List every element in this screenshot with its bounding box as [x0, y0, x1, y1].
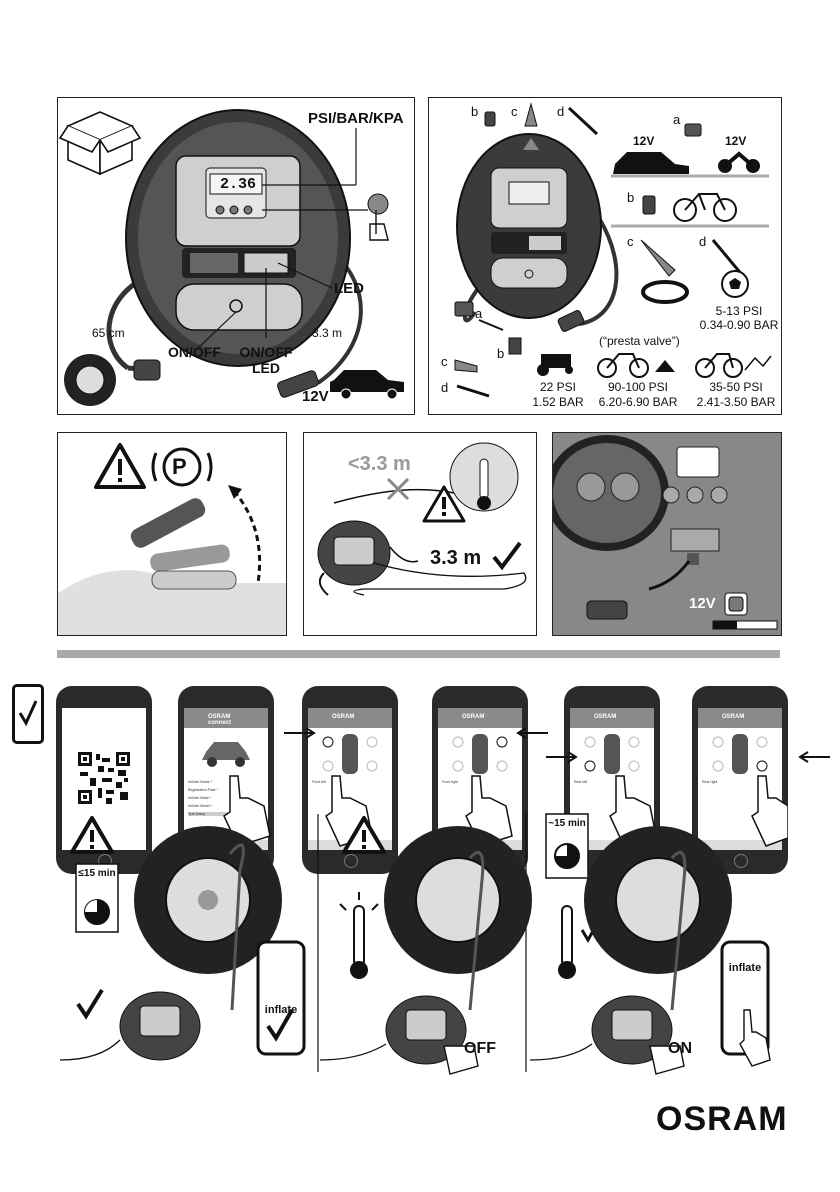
car-icon	[202, 742, 250, 767]
row-vehicle-make[interactable]: Vehicle Make *	[188, 796, 212, 800]
app-brand: OSRAM	[208, 714, 231, 720]
arrow-icon	[516, 727, 548, 739]
onoff-label: ON/OFF	[168, 344, 221, 360]
app-brand: OSRAM	[722, 714, 745, 720]
letter-d-left: d	[441, 380, 449, 395]
letter-a-left: a	[475, 306, 483, 321]
parking-brake-illustration	[58, 443, 286, 635]
pointing-hand-icon	[751, 775, 788, 847]
mtb-bar: 2.41-3.50 BAR	[696, 395, 776, 409]
section-divider	[57, 650, 780, 658]
mower-bar: 1.52 BAR	[532, 395, 584, 409]
qr-code	[76, 750, 132, 806]
hose-length: 65 cm	[92, 326, 125, 340]
moto-voltage: 12V	[725, 134, 747, 148]
led-label: LED	[334, 280, 364, 297]
letter-a-right: a	[673, 112, 681, 127]
voltage-label: 12V	[302, 388, 329, 405]
row-vehicle-name[interactable]: Vehicle Name *	[188, 780, 212, 784]
phone-tyre-rear-right: OSRAM Rear right	[692, 686, 788, 874]
on-label: ON	[668, 1040, 692, 1057]
unit-label: PSI/BAR/KPA	[308, 110, 404, 127]
panel-parking-brake: P	[57, 432, 287, 636]
brand-logo: OSRAM	[656, 1100, 788, 1138]
tyre-layout	[712, 734, 768, 774]
tyre-layout	[322, 734, 378, 774]
inflation-steps-illustration	[59, 813, 771, 1075]
socket-voltage: 12V	[689, 595, 716, 612]
inflate-label-2: inflate	[728, 962, 762, 974]
road-bar: 6.20-6.90 BAR	[598, 395, 678, 409]
car-voltage: 12V	[633, 134, 655, 148]
app-brand: OSRAM	[332, 714, 355, 720]
tab-front-right[interactable]: Front right	[442, 780, 458, 784]
off-label: OFF	[464, 1040, 496, 1057]
road-psi: 90-100 PSI	[607, 380, 669, 394]
arrow-icon	[284, 727, 316, 739]
arrow-icon	[798, 751, 830, 763]
package-icon	[58, 111, 142, 176]
dashboard-socket-illustration	[553, 433, 781, 635]
panel-socket: 12V	[552, 432, 782, 636]
onoff-led-label-2: LED	[252, 360, 280, 376]
letter-d-top: d	[557, 104, 565, 119]
adapters-illustration	[454, 102, 772, 398]
check-icon	[18, 700, 38, 727]
compressor-overview-illustration	[58, 109, 404, 406]
parking-symbol: P	[172, 454, 187, 479]
panel-cable-length: <3.3 m 3.3 m	[303, 432, 537, 636]
letter-c-top: c	[511, 104, 518, 119]
arrow-icon	[546, 751, 578, 763]
ball-bar: 0.34-0.90 BAR	[699, 318, 779, 332]
letter-c-left: c	[441, 354, 448, 369]
phone-check-icon	[12, 684, 44, 744]
pointing-hand-icon	[465, 775, 513, 847]
row-vehicle-model[interactable]: Vehicle Model *	[188, 804, 213, 808]
tab-rear-left[interactable]: Rear left	[574, 780, 588, 784]
parking-icon	[162, 447, 202, 487]
cable-length: 3.3 m	[312, 326, 343, 340]
phone-qr	[56, 686, 152, 874]
letter-b-left: b	[497, 346, 505, 361]
mower-psi: 22 PSI	[539, 380, 577, 394]
onoff-led-label-1: ON/OFF	[239, 344, 293, 360]
mtb-psi: 35-50 PSI	[709, 380, 763, 394]
letter-c-mid: c	[627, 234, 634, 249]
letter-d-mid: d	[699, 234, 707, 249]
display-reading: 2.36	[220, 176, 257, 193]
distance-bad: <3.3 m	[348, 453, 411, 475]
app-brand-sub: connect	[208, 720, 232, 726]
timer-label-2: ~15 min	[548, 818, 586, 829]
panel-overview: 2.36 PSI/BAR/KPA LED 65 cm 3.3 m ON/OFF …	[57, 97, 415, 415]
row-registration[interactable]: Registration Plate *	[188, 788, 218, 792]
letter-b-top: b	[471, 104, 479, 119]
presta-valve: (“presta valve”)	[599, 334, 680, 348]
inflate-label-1: inflate	[264, 1004, 298, 1016]
panel-adapters: b c d a 12V 12V b c d 5-13 PSI 0.34-0.90…	[428, 97, 782, 415]
pointing-hand-icon	[223, 775, 271, 847]
app-brand: OSRAM	[594, 714, 617, 720]
letter-b-mid: b	[627, 190, 635, 205]
app-brand: OSRAM	[462, 714, 485, 720]
distance-good: 3.3 m	[430, 547, 482, 569]
tyre-layout	[452, 734, 508, 774]
timer-label-1: ≤15 min	[78, 868, 116, 879]
tab-rear-right[interactable]: Rear right	[702, 780, 718, 784]
tab-front-left[interactable]: Front left	[312, 780, 326, 784]
ball-psi: 5-13 PSI	[715, 304, 763, 318]
cable-length-illustration	[317, 442, 527, 596]
tyre-layout	[584, 734, 640, 774]
